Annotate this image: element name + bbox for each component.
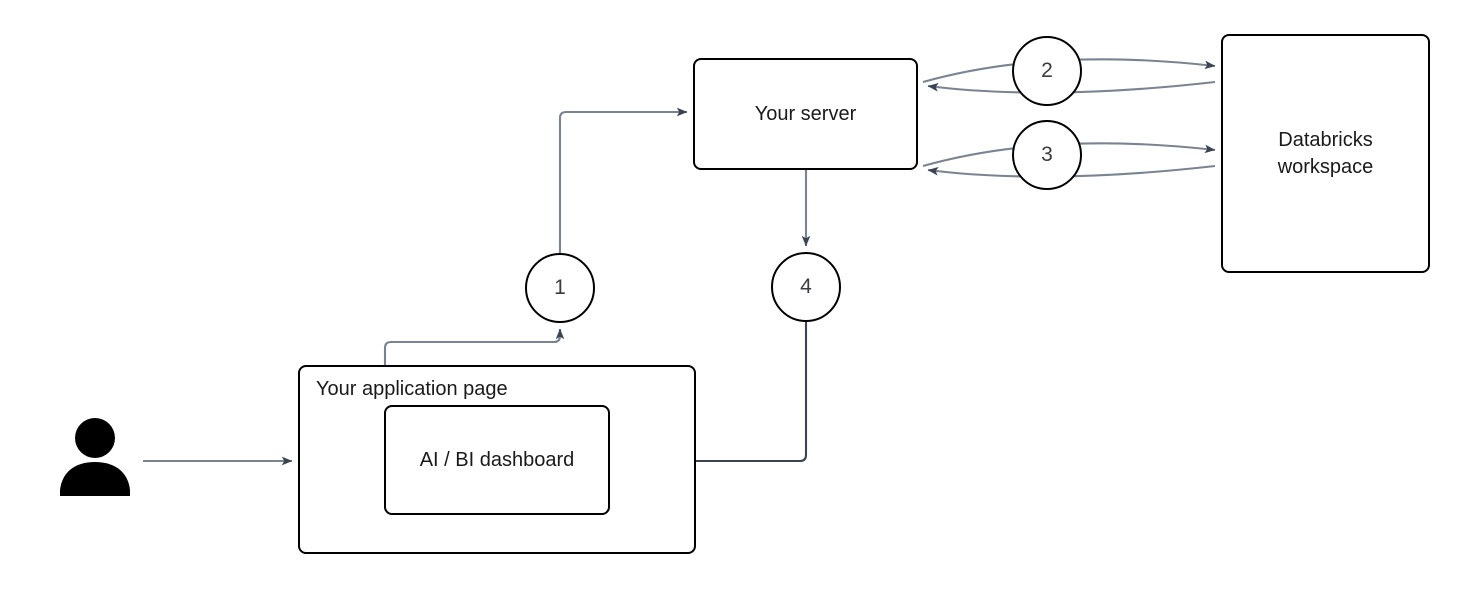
- step-marker-2[interactable]: 2: [1012, 36, 1082, 106]
- connector-marker-4-to-dashboard: [616, 322, 808, 466]
- node-your-application-page-label: Your application page: [316, 378, 508, 400]
- node-your-server[interactable]: Your server: [693, 58, 918, 170]
- node-your-server-label: Your server: [754, 102, 857, 125]
- connector-app-page-to-marker-1: [383, 328, 565, 365]
- node-ai-bi-dashboard-label: AI / BI dashboard: [419, 448, 575, 471]
- step-marker-4[interactable]: 4: [771, 252, 841, 322]
- node-ai-bi-dashboard[interactable]: AI / BI dashboard: [384, 405, 610, 515]
- connector-marker-1-to-server: [558, 107, 688, 253]
- node-databricks-workspace-label: Databricks workspace: [1277, 128, 1374, 178]
- step-marker-1[interactable]: 1: [525, 253, 595, 323]
- step-marker-3[interactable]: 3: [1012, 120, 1082, 190]
- user-avatar-icon: [60, 418, 130, 496]
- node-your-application-page[interactable]: Your application page: [298, 365, 696, 554]
- node-databricks-workspace[interactable]: Databricks workspace: [1221, 34, 1430, 273]
